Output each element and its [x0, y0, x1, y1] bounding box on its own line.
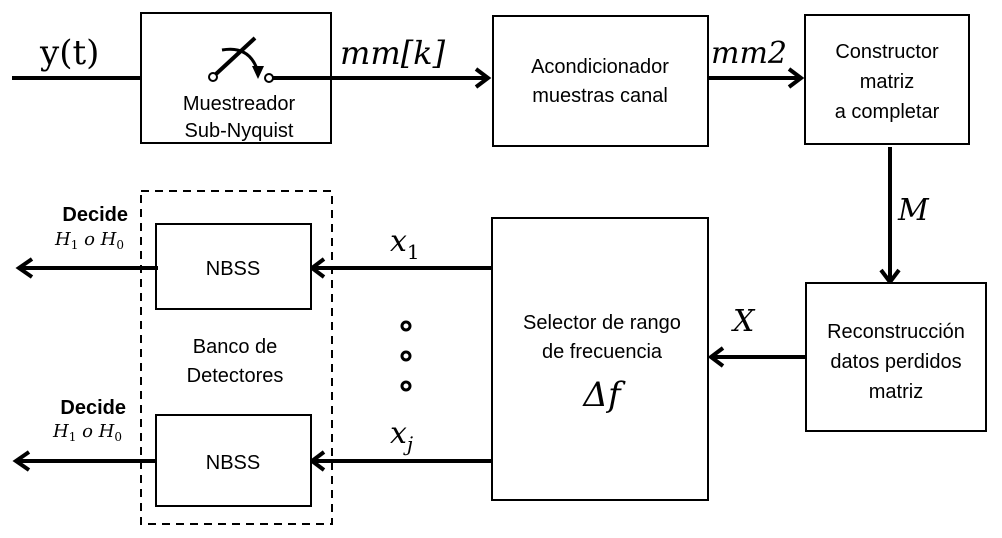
detector-bank-group	[140, 190, 333, 525]
detector-1-label: NBSS	[206, 258, 260, 280]
detector-1-block	[155, 223, 312, 310]
switch-icon	[208, 36, 274, 83]
constructor-label-line3: a completar	[835, 101, 940, 123]
detector-j-label: NBSS	[206, 452, 260, 474]
reconstruction-label-line2: datos perdidos	[830, 351, 961, 373]
bank-label-line2: Detectores	[187, 365, 284, 387]
selector-block	[491, 217, 709, 501]
reconstruction-label-line3: matriz	[869, 381, 923, 403]
arrowhead-decision-1	[15, 257, 34, 279]
sampler-label-line1: Muestreador	[183, 93, 296, 115]
selector-label-line2: de frecuencia	[542, 341, 663, 363]
reconstructed-signal-label: X	[731, 304, 756, 339]
reconstruction-block	[805, 282, 987, 432]
ellipsis-dots	[400, 320, 412, 392]
decide-j-label: Decide	[60, 397, 126, 419]
arrowhead-decision-j	[12, 450, 31, 472]
sampled-signal-label: mm[k]	[340, 34, 446, 72]
selector-label-line1: Selector de rango	[523, 312, 681, 334]
channel-1-label: x1	[390, 224, 420, 264]
decide-1-label: Decide	[62, 204, 128, 226]
conditioned-signal-label: mm2	[711, 36, 787, 71]
constructor-block	[804, 14, 970, 145]
constructor-label-line2: matriz	[860, 71, 914, 93]
channel-j-label: xj	[390, 416, 413, 456]
conditioner-block	[492, 15, 709, 147]
arrowhead-to-constructor	[787, 67, 805, 89]
constructor-label-line1: Constructor	[835, 41, 939, 63]
hypothesis-j-label: H1 o H0	[52, 421, 122, 444]
input-signal-label: y(t)	[39, 33, 99, 73]
matrix-signal-label: M	[897, 193, 930, 228]
arrowhead-to-selector	[707, 346, 725, 368]
hypothesis-1-label: H1 o H0	[54, 229, 124, 252]
detector-j-block	[155, 414, 312, 507]
arrowhead-to-conditioner	[474, 67, 492, 89]
conditioner-label-line2: muestras canal	[532, 85, 668, 107]
sampler-label-line2: Sub-Nyquist	[185, 120, 294, 142]
conditioner-label-line1: Acondicionador	[531, 56, 669, 78]
reconstruction-label-line1: Reconstrucción	[827, 321, 965, 343]
bank-label-line1: Banco de	[193, 336, 278, 358]
selector-symbol: Δf	[581, 375, 626, 415]
